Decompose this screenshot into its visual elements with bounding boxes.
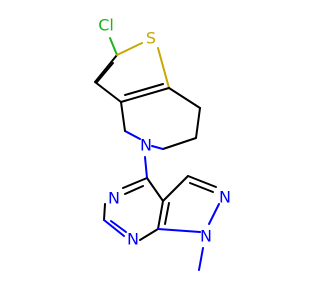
bond-c2-s bbox=[116, 42, 143, 56]
bond-c4pyr-n3-double bbox=[124, 185, 144, 195]
bond-c3apyr-c3 bbox=[162, 175, 189, 202]
bond-c3-c3a bbox=[94, 81, 122, 103]
bond-c4-c3a bbox=[120, 101, 126, 132]
bond-c2-n1-double bbox=[110, 220, 127, 233]
bond-n3-c2 bbox=[103, 203, 106, 221]
molecule-structure: Cl S N N N N N bbox=[94, 16, 231, 271]
bond-c2-c3-double bbox=[96, 62, 114, 83]
bond-c3-n2-double bbox=[189, 182, 214, 193]
bond-c4pyr-n3 bbox=[122, 177, 148, 189]
n-pyrimidine-top-label: N bbox=[108, 189, 120, 208]
bond-s-c7a bbox=[157, 47, 170, 89]
bond-c3apyr-c4pyr bbox=[146, 177, 164, 202]
n-pyrazole-top-label: N bbox=[219, 188, 231, 207]
bond-n2-n1methyl bbox=[208, 203, 220, 225]
bond-c7apyr-c3apyr-double bbox=[164, 202, 170, 225]
n-pyrazole-methyl-label: N bbox=[200, 227, 212, 246]
bond-c2-n1 bbox=[103, 219, 125, 237]
bond-c3a-c7a bbox=[120, 87, 170, 103]
bond-c3a-c7a-double bbox=[124, 83, 164, 96]
bond-c7-c6 bbox=[195, 107, 201, 139]
bond-c3-n2 bbox=[187, 175, 217, 188]
chlorine-label: Cl bbox=[98, 16, 114, 35]
bond-cl-c bbox=[109, 37, 118, 56]
n-pyrimidine-bottom-label: N bbox=[127, 230, 139, 249]
bond-methyl bbox=[198, 247, 204, 271]
n-piperidine-label: N bbox=[140, 136, 152, 155]
bond-n-c4 bbox=[124, 130, 141, 140]
bond-c7a-c7 bbox=[168, 87, 201, 109]
bond-n-c4pyr bbox=[144, 156, 148, 179]
bond-c7apyr-c3apyr bbox=[157, 200, 164, 230]
bond-n1methyl-c7apyr bbox=[157, 228, 201, 233]
bond-c5-n bbox=[151, 145, 164, 150]
bond-n1-c7apyr bbox=[139, 228, 159, 241]
bond-c2-c3 bbox=[94, 54, 118, 83]
sulfur-label: S bbox=[146, 29, 156, 48]
bond-c6-c5 bbox=[162, 137, 197, 150]
